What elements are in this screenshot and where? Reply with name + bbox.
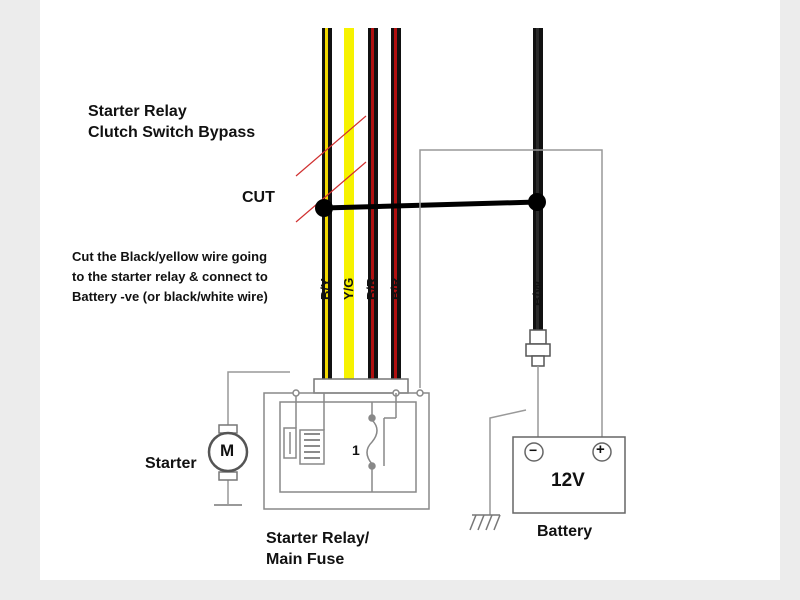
diagram-panel: [40, 0, 780, 580]
wire-code-b-r-2: B/R: [388, 277, 403, 300]
ground-symbol: [469, 514, 501, 531]
battery-negative-junction-dot: [528, 193, 546, 211]
wire-code-b-y: B/Y: [318, 278, 333, 300]
relay-label-line1: Starter Relay/: [266, 530, 370, 547]
cut-junction-dot: [315, 199, 333, 217]
battery-positive-lead: [419, 149, 603, 438]
relay-number: 1: [352, 442, 360, 458]
diagram-title-line1: Starter Relay: [88, 103, 187, 120]
relay-label-line2: Main Fuse: [266, 551, 345, 568]
wire-b-w: [533, 28, 543, 330]
starter-label: Starter: [145, 455, 197, 472]
instruction-line3: Battery -ve (or black/white wire): [72, 289, 268, 304]
cut-label: CUT: [242, 189, 275, 206]
starter-motor-symbol: M: [220, 441, 235, 460]
battery-positive-sign: +: [596, 441, 605, 458]
battery-box: [512, 436, 626, 514]
instruction-line1: Cut the Black/yellow wire going: [72, 249, 268, 264]
battery-label: Battery: [537, 523, 593, 540]
battery-voltage: 12V: [551, 470, 585, 491]
cut-marks: [295, 115, 367, 223]
wire-code-y-g: Y/G: [341, 277, 356, 300]
bw-connector: [525, 329, 551, 367]
battery-positive-terminal: [592, 442, 612, 462]
wire-code-b-w: B/W: [530, 280, 545, 306]
battery-negative-terminal: [524, 442, 544, 462]
wire-code-b-r-1: B/R: [364, 277, 379, 300]
relay-box: [263, 389, 430, 510]
instruction-line2: to the starter relay & connect to: [72, 269, 268, 284]
diagram-title-line2: Clutch Switch Bypass: [88, 124, 256, 141]
battery-negative-sign: −: [529, 442, 538, 458]
starter-motor: [207, 371, 290, 506]
bypass-wire: [315, 193, 546, 217]
